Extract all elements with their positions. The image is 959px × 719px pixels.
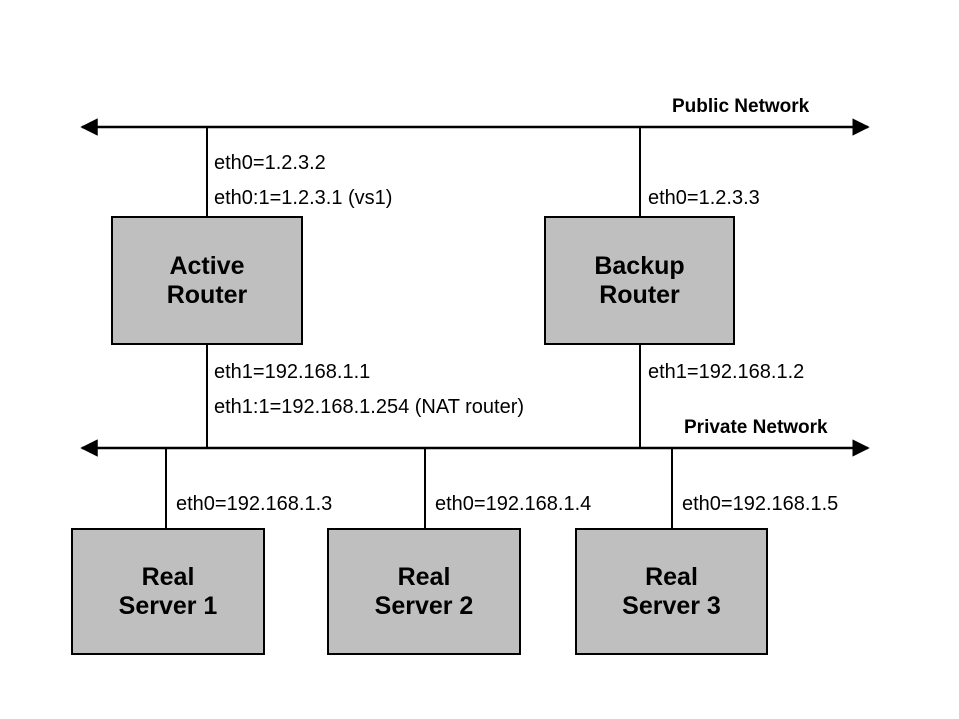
active-router-eth0-annotation: eth0=1.2.3.2 [214, 152, 326, 174]
real-server-1-label-line-1: Real [141, 562, 195, 591]
real-server-3-label-line-2: Server 3 [622, 591, 721, 620]
real-server-2-label-line-1: Real [397, 562, 451, 591]
backup-router-eth0-annotation: eth0=1.2.3.3 [648, 187, 760, 209]
real-server-1-label-line-2: Server 1 [118, 591, 218, 620]
active-router-label-line-2: Router [166, 280, 248, 309]
active-router-eth1-annotation: eth1=192.168.1.1 [214, 361, 371, 383]
real-server-3-eth0-annotation: eth0=192.168.1.5 [682, 493, 839, 515]
connector-lines-group [165, 127, 673, 528]
backup-router-label-line-2: Router [599, 280, 680, 309]
real-server-3-label-line-1: Real [645, 562, 698, 591]
backup-router-label-line-1: Backup [594, 251, 685, 280]
real-server-1-eth0-annotation: eth0=192.168.1.3 [176, 493, 333, 515]
public-network-label: Public Network [672, 96, 810, 117]
real-server-2-eth0-annotation: eth0=192.168.1.4 [435, 493, 592, 515]
active-router-eth0-1-annotation: eth0:1=1.2.3.1 (vs1) [214, 187, 393, 209]
private-network-label: Private Network [684, 417, 828, 438]
real-server-2-label-line-2: Server 2 [374, 591, 474, 620]
network-bus-group [80, 118, 870, 457]
backup-router-eth1-annotation: eth1=192.168.1.2 [648, 361, 805, 383]
active-router-label-line-1: Active [169, 251, 245, 280]
active-router-eth1-1-annotation: eth1:1=192.168.1.254 (NAT router) [214, 396, 525, 418]
